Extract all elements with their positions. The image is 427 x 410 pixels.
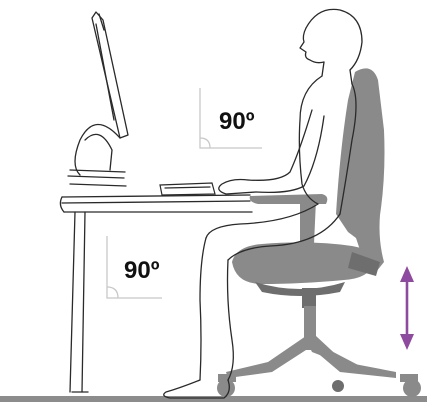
floor	[0, 396, 427, 402]
upper-angle-label: 90º	[219, 110, 254, 134]
height-adjust-arrow-icon	[400, 266, 414, 350]
monitor	[68, 12, 128, 186]
keyboard	[160, 183, 215, 195]
lower-angle-label: 90º	[124, 259, 159, 283]
desk	[60, 195, 252, 392]
